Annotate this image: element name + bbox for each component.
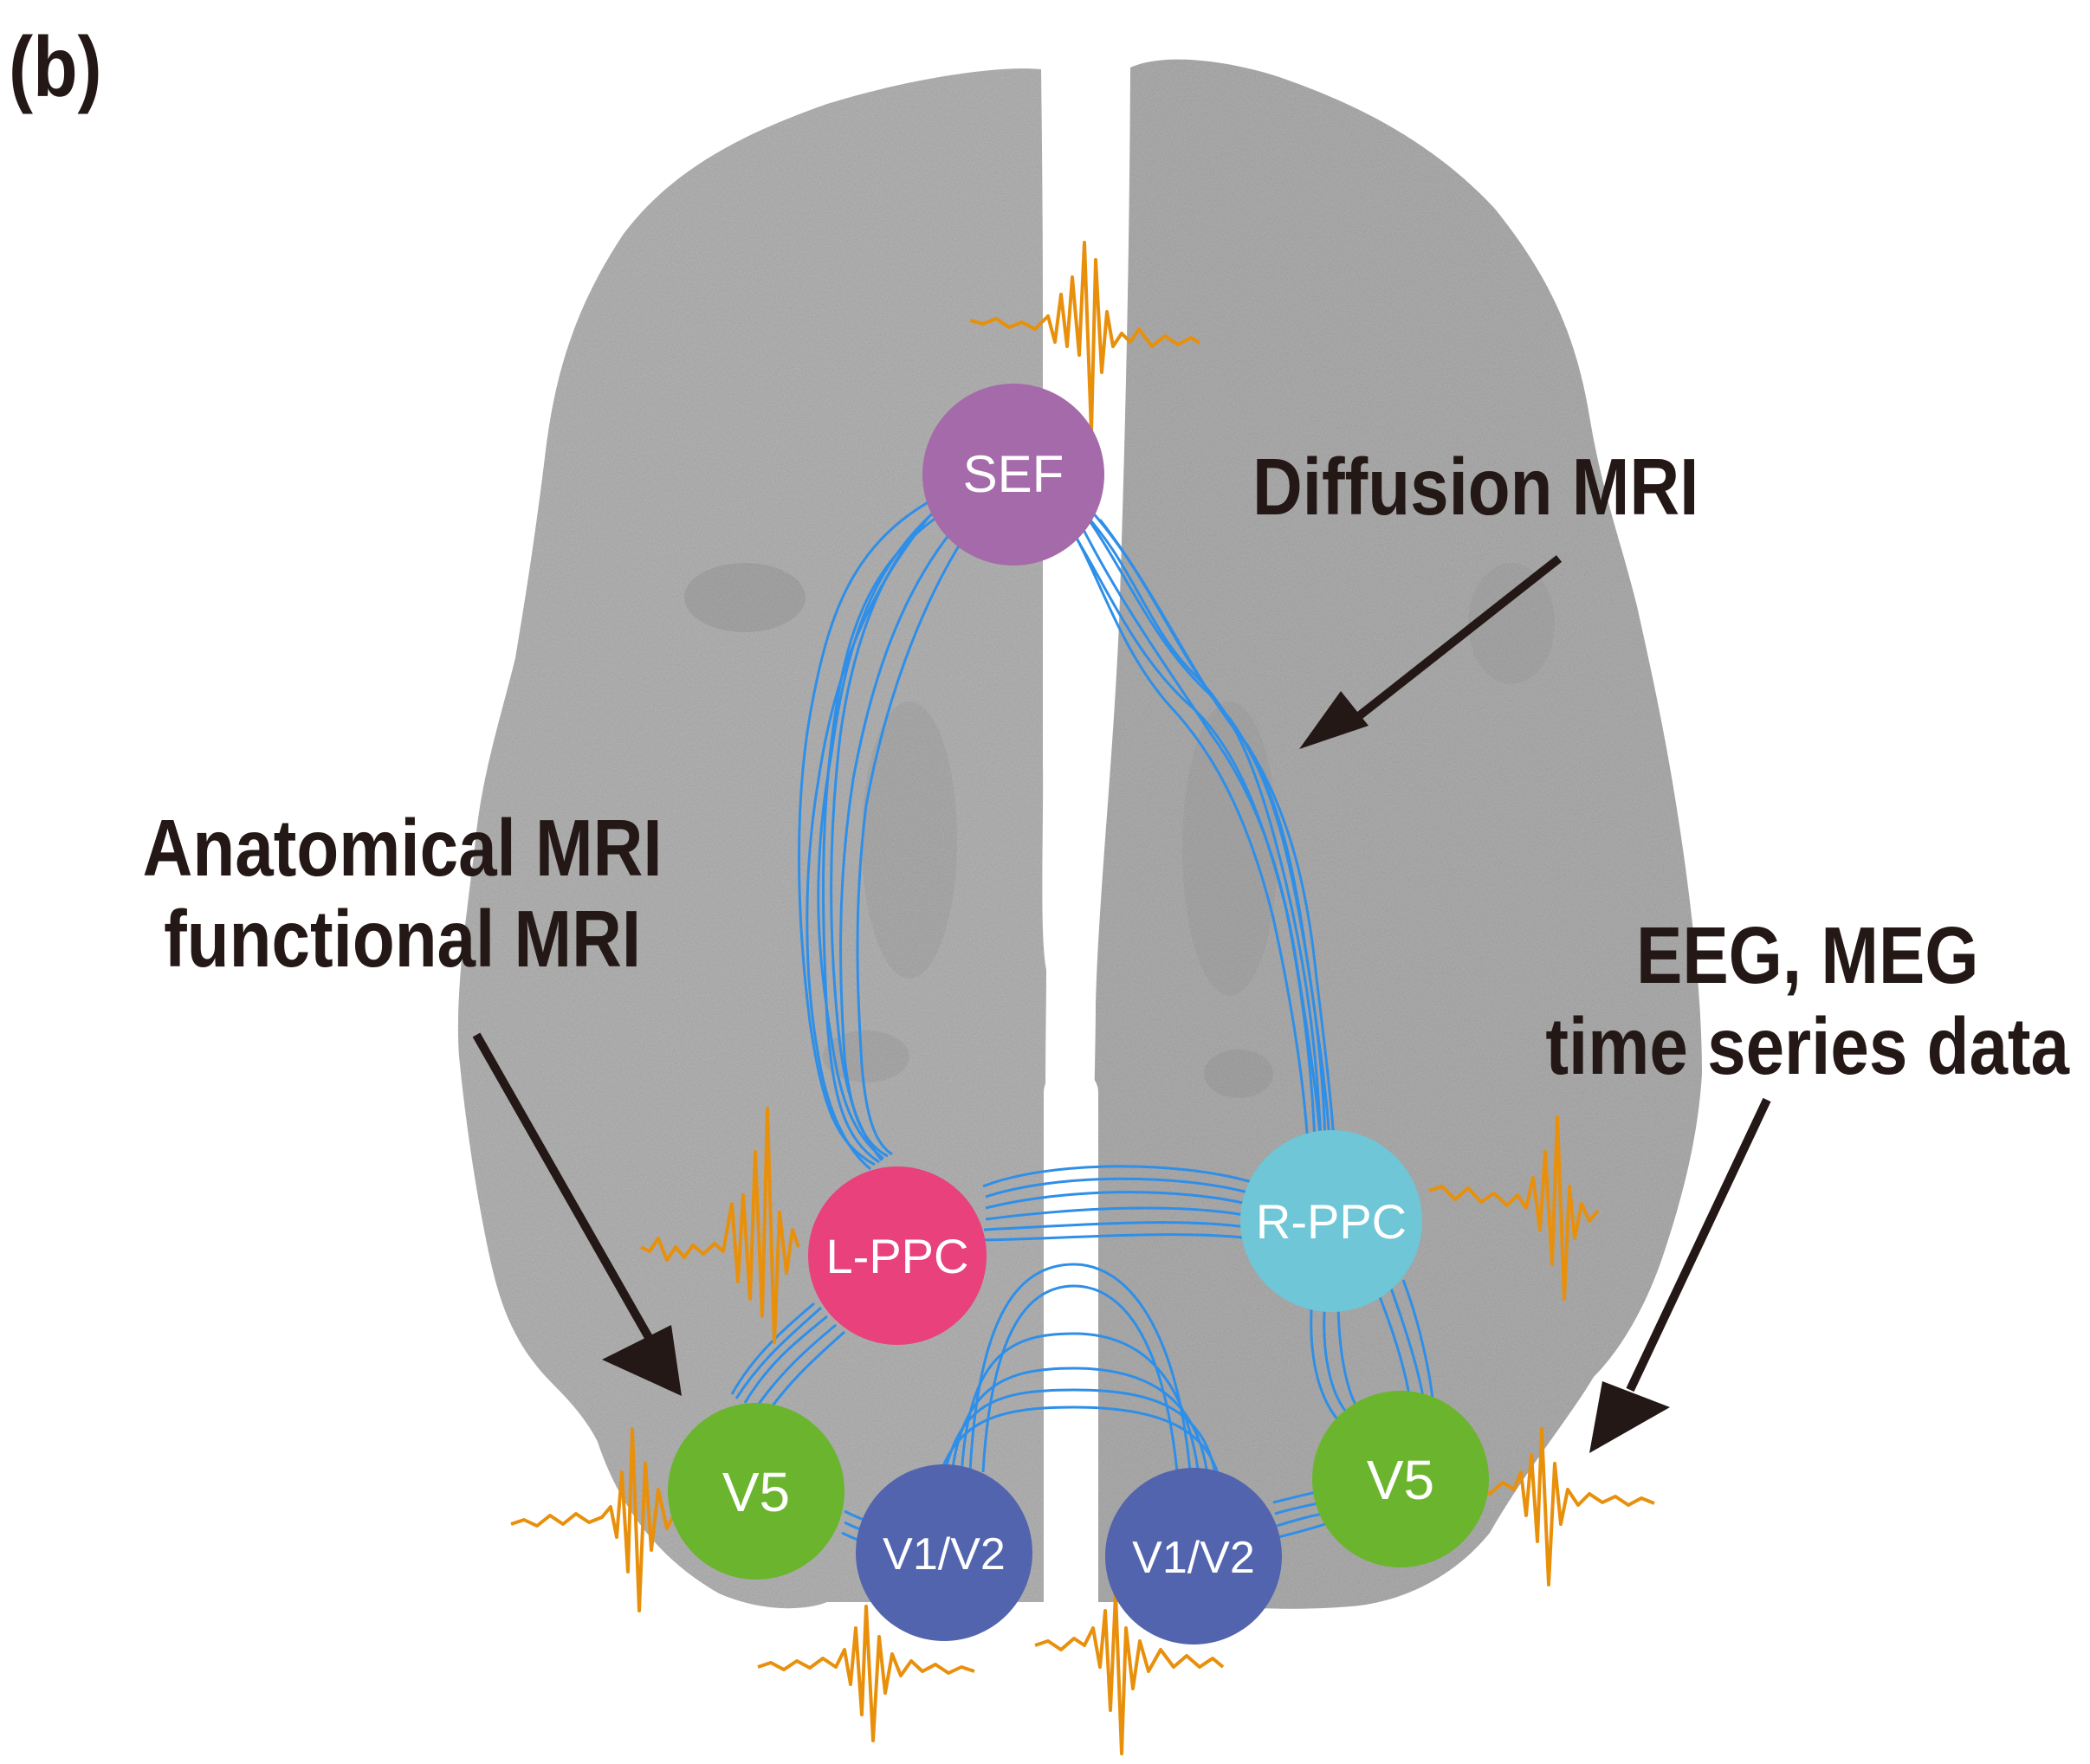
node-l-ppc-label: L-PPC	[826, 1229, 969, 1283]
node-r-ppc-label: R-PPC	[1256, 1194, 1407, 1249]
node-v5-left-label: V5	[722, 1461, 790, 1523]
arrow-eeg	[1589, 1097, 1771, 1453]
node-v1v2-right-circle	[1105, 1468, 1282, 1644]
callout-eeg-line-2: time series data	[1545, 1001, 2069, 1091]
node-r-ppc: R-PPC	[1240, 1130, 1422, 1312]
callout-diffusion-mri: Diffusion MRI	[1252, 442, 1699, 532]
callout-anatomical-line-1: Anatomical MRI	[143, 803, 663, 893]
node-v1v2-left: V1/V2	[856, 1464, 1032, 1641]
arrow-diffusion	[1299, 555, 1563, 749]
tract-sef-rppc	[1059, 501, 1336, 1144]
callout-eeg-line-1: EEG, MEG	[1635, 910, 1979, 1000]
tract-sef-lppc	[798, 492, 972, 1171]
signal-v1v2-left	[757, 1605, 975, 1742]
midline-gap-middle	[1050, 1218, 1093, 1611]
node-v5-right: V5	[1312, 1391, 1489, 1567]
node-l-ppc: L-PPC	[808, 1166, 987, 1345]
tract-v1v2-interhemispheric	[934, 1263, 1223, 1490]
arrow-anatomical	[472, 1032, 682, 1396]
signal-rppc	[1428, 1115, 1600, 1301]
node-v1v2-left-circle	[856, 1464, 1032, 1641]
signal-lppc	[640, 1107, 800, 1344]
node-sef-label: SEF	[963, 445, 1064, 503]
node-v1v2-right-label: V1/V2	[1132, 1533, 1255, 1583]
node-v5-left: V5	[668, 1403, 844, 1580]
node-sef: SEF	[922, 384, 1104, 565]
node-v5-right-circle	[1312, 1391, 1489, 1567]
node-v5-left-circle	[668, 1403, 844, 1580]
callout-eeg-meg: EEG, MEG time series data	[1545, 915, 2069, 1087]
node-sef-circle	[922, 384, 1104, 565]
panel-label: (b)	[9, 19, 102, 114]
tract-lppc-v5left	[730, 1302, 846, 1421]
tract-lppc-rppc	[981, 1165, 1255, 1242]
node-r-ppc-circle	[1240, 1130, 1422, 1312]
node-v5-right-label: V5	[1367, 1449, 1434, 1511]
signal-v1v2-right	[1034, 1592, 1225, 1755]
node-v1v2-right: V1/V2	[1105, 1468, 1282, 1644]
node-l-ppc-circle	[808, 1166, 987, 1345]
nodes: SEF L-PPC R-PPC V5 V1/V2 V1/V2 V5	[668, 384, 1489, 1644]
fiber-tracts	[730, 492, 1435, 1550]
signal-sef	[969, 241, 1201, 435]
node-v1v2-left-label: V1/V2	[883, 1529, 1006, 1580]
callout-anatomical-functional-mri: Anatomical MRI functional MRI	[143, 808, 663, 979]
arrows	[472, 555, 1771, 1453]
callout-anatomical-line-2: functional MRI	[164, 894, 642, 984]
